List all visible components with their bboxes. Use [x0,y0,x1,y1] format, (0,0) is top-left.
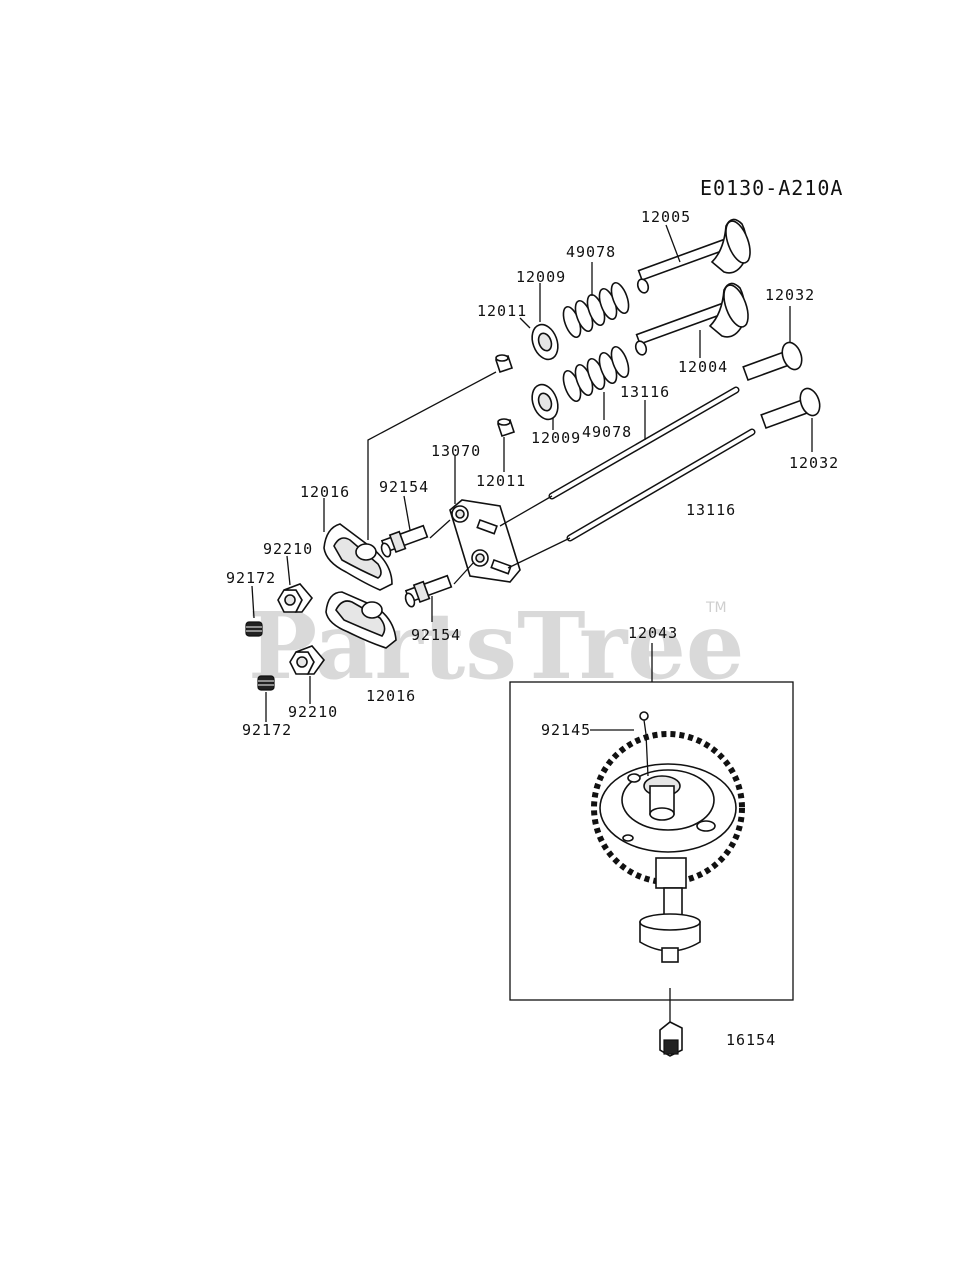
label-12009-top: 12009 [516,268,566,286]
part-12043-camshaft[interactable] [591,731,745,963]
label-13070: 13070 [431,442,481,460]
label-13116-top: 13116 [620,383,670,401]
part-92210-nut-bottom[interactable] [289,645,326,675]
part-92172-screw-top[interactable] [245,621,263,637]
label-12004: 12004 [678,358,728,376]
diagram-code: E0130-A210A [700,176,843,200]
part-12004-valve[interactable] [634,282,753,356]
part-92145-spring[interactable] [639,711,649,777]
label-92154-top: 92154 [379,478,429,496]
part-12005-valve[interactable] [636,218,755,294]
label-12032-bottom: 12032 [789,454,839,472]
part-13116-pushrod-bottom[interactable] [566,428,756,542]
part-92172-screw-bottom[interactable] [257,675,275,691]
label-12005: 12005 [641,208,691,226]
part-12011-collet-top[interactable] [494,354,514,374]
label-49078-top: 49078 [566,243,616,261]
watermark-trademark: TM [705,600,727,616]
part-49078-spring-top[interactable] [560,281,632,340]
label-16154: 16154 [726,1031,776,1049]
part-49078-spring-bottom[interactable] [560,345,632,404]
label-92210-bottom: 92210 [288,703,338,721]
part-13116-pushrod-top[interactable] [548,386,740,500]
part-13070-plate[interactable] [449,499,521,583]
part-12011-collet-bottom[interactable] [496,418,516,438]
label-13116-bottom: 13116 [686,501,736,519]
label-92172-top: 92172 [226,569,276,587]
part-16154-weight[interactable] [659,1021,683,1057]
part-92210-nut-top[interactable] [277,583,314,613]
part-92154-stud-top[interactable] [380,524,429,558]
part-12016-rocker-bottom[interactable] [325,591,397,649]
part-12032-tappet-bottom[interactable] [760,386,823,430]
label-12043: 12043 [628,624,678,642]
label-12016-bottom: 12016 [366,687,416,705]
label-49078-bottom: 49078 [582,423,632,441]
part-92154-stud-bottom[interactable] [404,574,453,608]
label-92172-bottom: 92172 [242,721,292,739]
label-12016-top: 12016 [300,483,350,501]
part-12009-retainer-top[interactable] [528,321,563,363]
part-12016-rocker-top[interactable] [323,523,393,591]
label-12032-top: 12032 [765,286,815,304]
label-92210-top: 92210 [263,540,313,558]
label-92154-bottom: 92154 [411,626,461,644]
watermark: PartsTree [248,592,744,700]
part-12009-retainer-bottom[interactable] [528,381,563,423]
label-12011-top: 12011 [477,302,527,320]
label-12009-bottom: 12009 [531,429,581,447]
label-92145: 92145 [541,721,591,739]
label-12011-bottom: 12011 [476,472,526,490]
part-12032-tappet-top[interactable] [742,340,805,382]
